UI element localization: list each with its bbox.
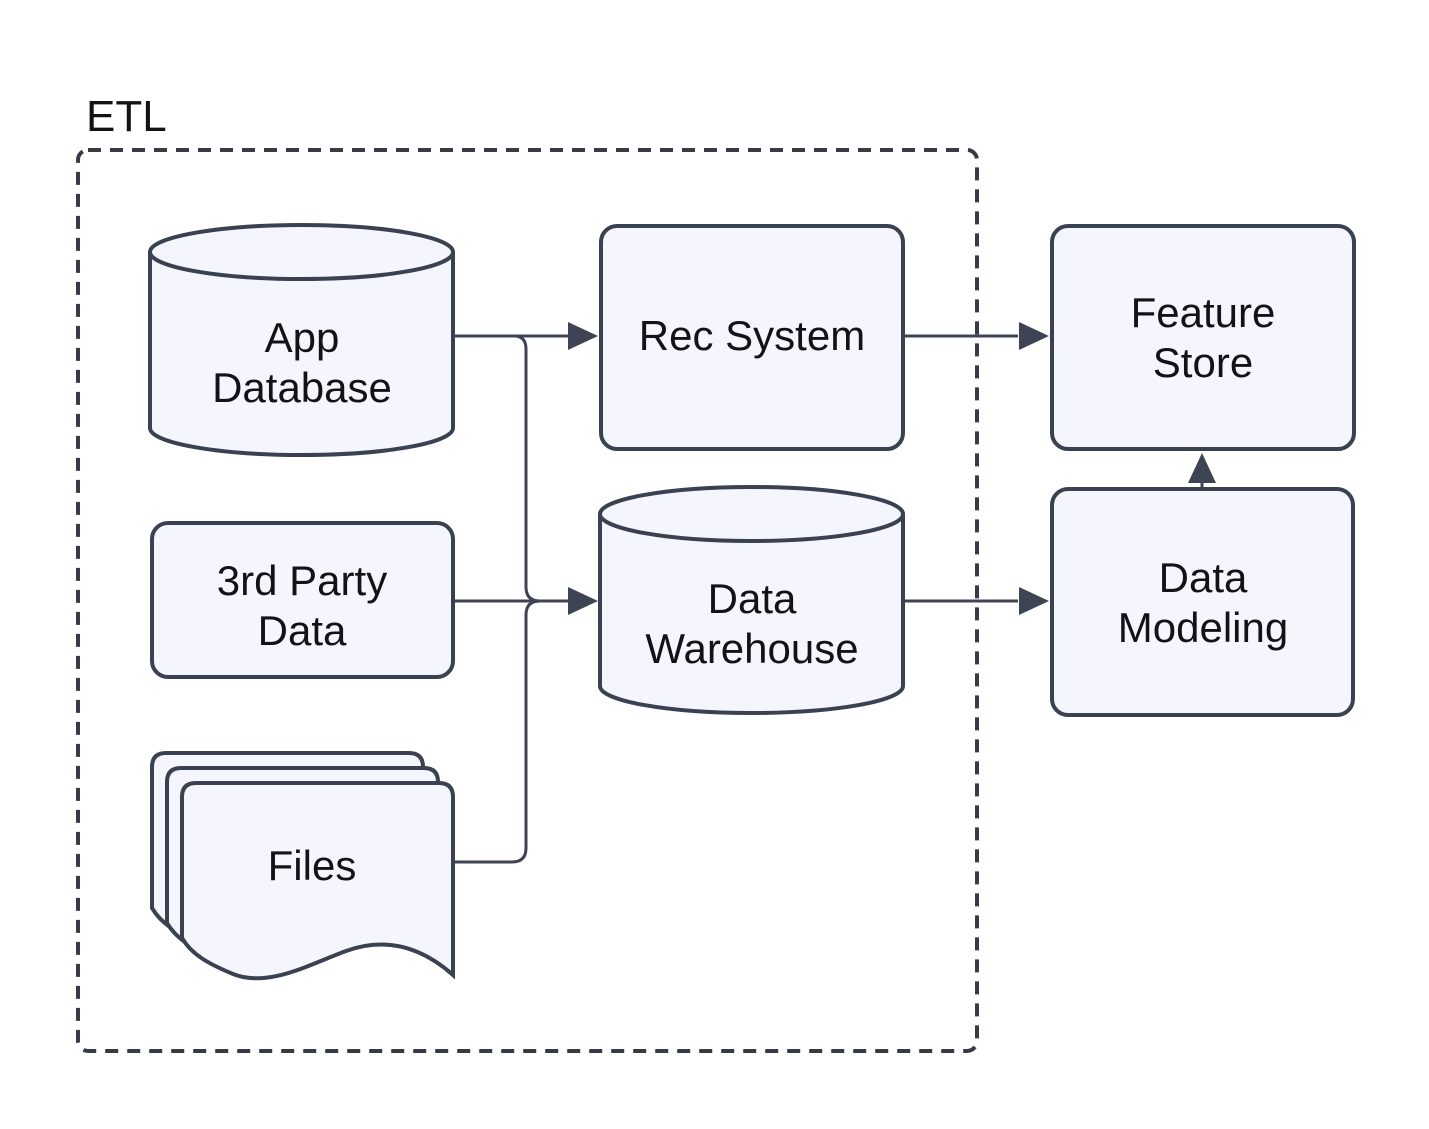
edge-data-warehouse-to-data-modeling — [903, 587, 1049, 615]
edge-data-modeling-to-feature-store — [1188, 453, 1216, 488]
node-label: Feature — [1131, 289, 1276, 336]
node-label: Store — [1153, 339, 1253, 386]
node-data-modeling: Data Modeling — [1050, 487, 1355, 717]
node-label: App — [265, 314, 340, 361]
edge-line — [513, 334, 541, 603]
etl-group: ETL — [76, 92, 979, 1053]
node-label: Database — [212, 364, 392, 411]
edge-app-database-to-data-warehouse — [513, 334, 541, 603]
node-box — [599, 224, 905, 451]
node-box — [1050, 224, 1356, 451]
edge-rec-system-to-feature-store — [903, 322, 1049, 350]
etl-group-label: ETL — [86, 92, 167, 141]
arrowhead-right-icon — [1019, 587, 1049, 615]
arrowhead-right-icon — [1019, 322, 1049, 350]
arrowhead-right-icon — [568, 322, 598, 350]
cylinder-body — [598, 514, 905, 715]
etl-group-border — [76, 148, 979, 1053]
edge-app-database-to-rec-system — [453, 322, 598, 350]
node-label: Data — [1159, 554, 1248, 601]
node-box — [150, 521, 455, 679]
node-third-party-data: 3rd Party Data — [150, 521, 455, 679]
node-label: Warehouse — [645, 625, 858, 672]
edge-files-to-data-warehouse — [453, 599, 541, 864]
node-rec-system: Rec System — [599, 224, 905, 451]
arrowhead-right-icon — [568, 587, 598, 615]
node-label: Data — [258, 607, 347, 654]
cylinder-top — [148, 223, 455, 281]
node-box — [1050, 487, 1355, 717]
cylinder-body — [148, 252, 455, 457]
node-label: Data — [708, 575, 797, 622]
edges — [453, 322, 1216, 864]
node-label: Files — [268, 842, 357, 889]
arrowhead-up-icon — [1188, 453, 1216, 483]
edge-third-party-data-to-data-warehouse — [453, 587, 598, 615]
node-data-warehouse: Data Warehouse — [598, 485, 905, 715]
edge-line — [453, 599, 541, 864]
node-app-database: App Database — [148, 223, 455, 457]
node-files: Files — [150, 751, 455, 981]
node-label: Modeling — [1118, 604, 1288, 651]
cylinder-top — [598, 485, 905, 543]
node-feature-store: Feature Store — [1050, 224, 1356, 451]
node-label: 3rd Party — [217, 557, 387, 604]
node-label: Rec System — [639, 312, 865, 359]
